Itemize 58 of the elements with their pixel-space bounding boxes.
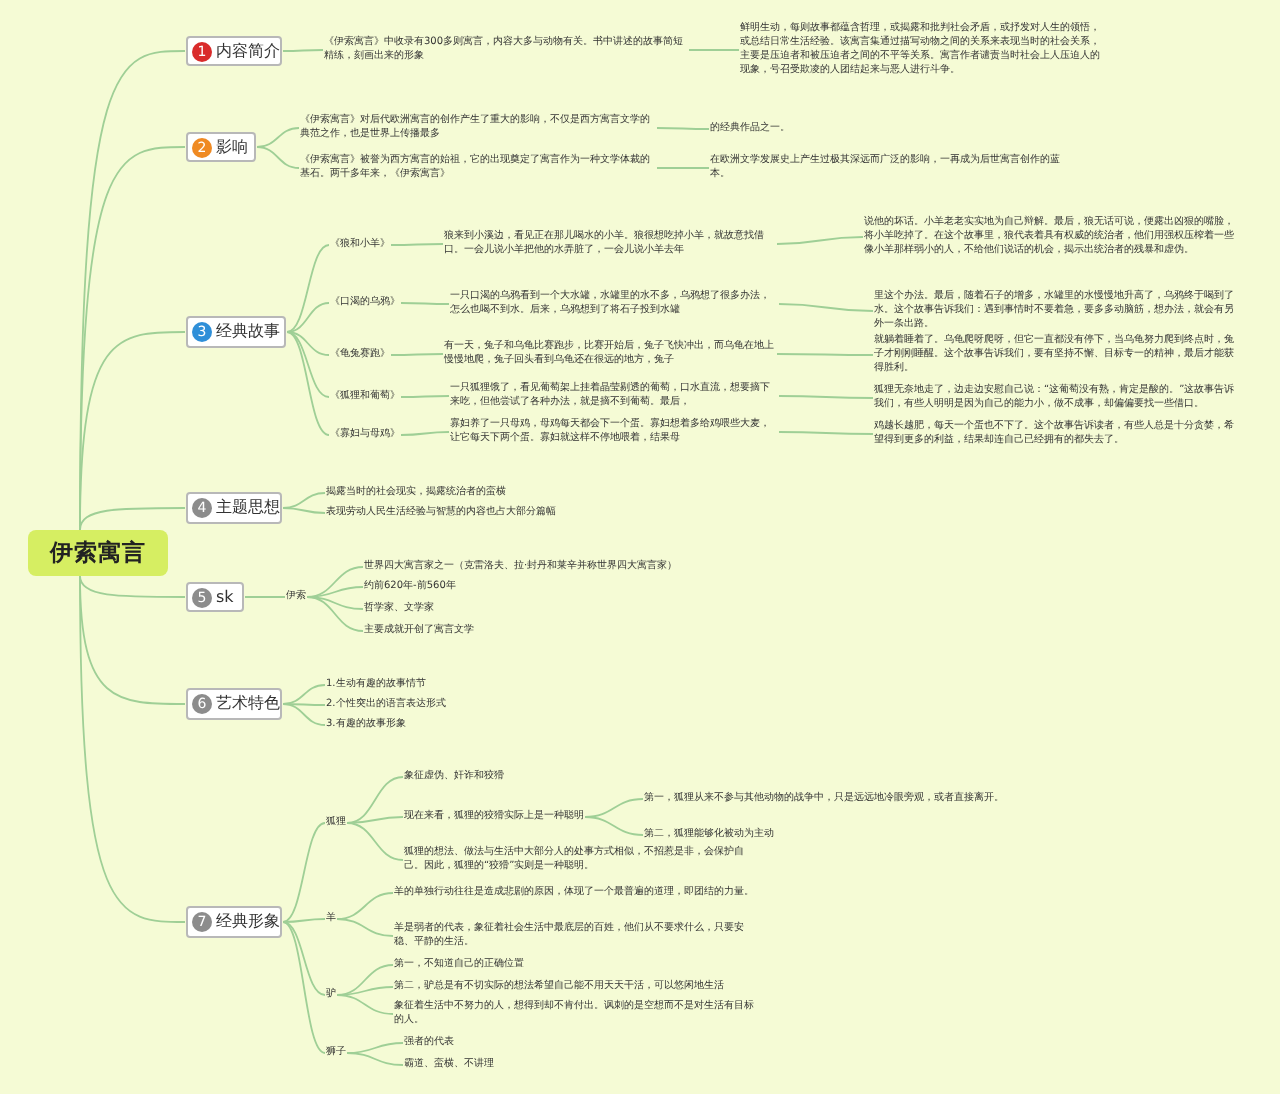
- topic-label: 艺术特色: [216, 694, 280, 714]
- connector-line: [286, 331, 330, 436]
- connector-line: [286, 331, 330, 398]
- connector-line: [400, 431, 450, 436]
- topic-box: [186, 688, 282, 720]
- topic-box: [186, 316, 286, 348]
- topic-label: sk: [216, 587, 234, 607]
- topic-box: [186, 132, 256, 162]
- topic-label: 影响: [216, 137, 248, 157]
- connector-line: [776, 353, 874, 356]
- connector-line: [778, 431, 874, 435]
- topic-box: [186, 582, 244, 612]
- connector-line: [286, 331, 330, 356]
- connector-line: [336, 918, 394, 937]
- connector-line: [346, 776, 404, 824]
- connector-line: [390, 243, 444, 246]
- connector-line: [282, 684, 326, 705]
- connector-line: [346, 822, 404, 861]
- connector-line: [286, 244, 330, 333]
- connector-line: [656, 127, 710, 130]
- topic-box: [186, 36, 282, 66]
- connector-line: [286, 302, 330, 333]
- connector-line: [778, 303, 874, 312]
- connector-line: [79, 331, 186, 531]
- connector-line: [400, 302, 450, 305]
- connector-line: [79, 507, 186, 531]
- connector-line: [778, 395, 874, 399]
- topic-box: [186, 492, 282, 524]
- connector-line: [282, 822, 326, 923]
- connector-line: [346, 1052, 404, 1066]
- connector-line: [282, 49, 324, 52]
- topic-label: 内容简介: [216, 41, 280, 61]
- connector-line: [244, 596, 286, 598]
- connector-line: [306, 596, 364, 610]
- root-topic-box: 伊索寓言: [28, 530, 168, 576]
- connector-line: [79, 575, 186, 923]
- connector-line: [282, 921, 326, 1054]
- connector-line: [390, 353, 444, 356]
- connector-line: [282, 703, 326, 706]
- connector-line: [282, 921, 326, 996]
- connector-line: [584, 816, 644, 836]
- connector-line: [282, 918, 326, 923]
- connector-line: [256, 146, 300, 169]
- topic-box: [186, 906, 282, 938]
- connector-line: [79, 575, 186, 598]
- connector-line: [656, 167, 710, 169]
- connector-line: [400, 395, 450, 398]
- connector-line: [688, 49, 740, 51]
- connector-line: [282, 507, 326, 514]
- connector-line: [776, 236, 864, 245]
- connector-line: [306, 596, 364, 632]
- topic-label: 经典故事: [216, 322, 280, 342]
- topic-label: 经典形象: [216, 912, 280, 932]
- topic-label: 主题思想: [216, 498, 280, 518]
- connector-line: [346, 816, 404, 824]
- connector-line: [282, 703, 326, 726]
- connector-line: [256, 127, 300, 148]
- connector-line: [336, 994, 394, 1015]
